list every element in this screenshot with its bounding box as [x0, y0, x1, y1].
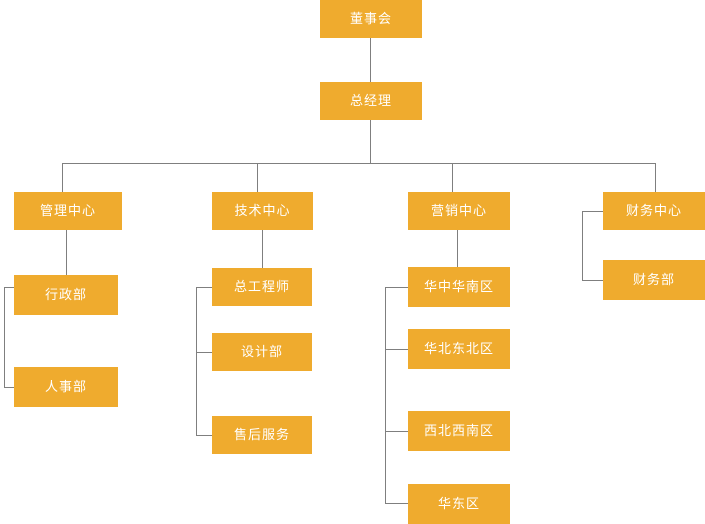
- node-region-east[interactable]: 华东区: [408, 484, 510, 524]
- connector-bus-to-marketing: [452, 163, 453, 192]
- connector-gm-to-bus: [370, 120, 371, 163]
- connector-marketing-stem: [457, 230, 458, 267]
- node-finance-dept[interactable]: 财务部: [603, 260, 705, 300]
- connector-marketing-to-region-2: [385, 349, 408, 350]
- node-board[interactable]: 董事会: [320, 0, 422, 38]
- connector-technology-stem: [262, 230, 263, 268]
- connector-technology-trunk: [196, 287, 197, 435]
- connector-technology-to-chief-engineer: [196, 287, 212, 288]
- connector-technology-to-design: [196, 352, 212, 353]
- connector-bus-to-technology: [257, 163, 258, 192]
- connector-marketing-trunk: [385, 287, 386, 503]
- node-finance-center[interactable]: 财务中心: [603, 192, 705, 230]
- node-region-central-south[interactable]: 华中华南区: [408, 267, 510, 307]
- connector-management-to-admin: [4, 287, 14, 288]
- node-hr-dept[interactable]: 人事部: [14, 367, 118, 407]
- connector-management-stem: [66, 230, 67, 275]
- node-marketing-center[interactable]: 营销中心: [408, 192, 510, 230]
- connector-marketing-to-region-3: [385, 431, 408, 432]
- connector-technology-to-aftersales: [196, 435, 212, 436]
- node-technology-center[interactable]: 技术中心: [212, 192, 313, 230]
- connector-board-to-gm: [370, 38, 371, 82]
- node-management-center[interactable]: 管理中心: [14, 192, 122, 230]
- node-general-manager[interactable]: 总经理: [320, 82, 422, 120]
- connector-finance-to-center: [582, 211, 603, 212]
- connector-level2-bus: [62, 163, 656, 164]
- connector-management-trunk: [4, 287, 5, 387]
- connector-bus-to-finance: [655, 163, 656, 192]
- connector-marketing-to-region-4: [385, 503, 408, 504]
- node-admin-dept[interactable]: 行政部: [14, 275, 118, 315]
- connector-marketing-to-region-1: [385, 287, 408, 288]
- connector-finance-trunk: [582, 211, 583, 280]
- node-region-northwest-southwest[interactable]: 西北西南区: [408, 411, 510, 451]
- node-aftersales-dept[interactable]: 售后服务: [212, 416, 312, 454]
- node-chief-engineer[interactable]: 总工程师: [212, 268, 312, 306]
- connector-finance-to-dept: [582, 280, 603, 281]
- node-region-north-northeast[interactable]: 华北东北区: [408, 329, 510, 369]
- connector-management-to-hr: [4, 387, 14, 388]
- connector-bus-to-management: [62, 163, 63, 192]
- node-design-dept[interactable]: 设计部: [212, 333, 312, 371]
